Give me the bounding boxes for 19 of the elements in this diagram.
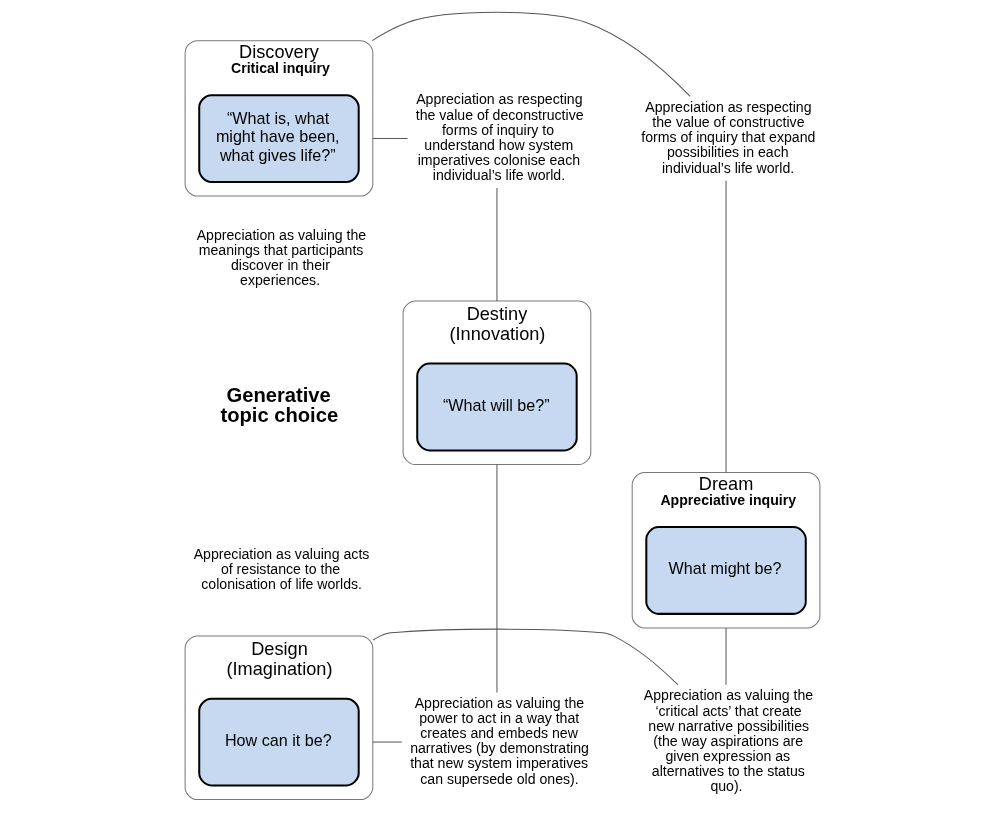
connector <box>725 180 727 474</box>
node-text: Appreciation as respecting the value of constructive forms of inquiry that expand possibilities in each individual’s life world. <box>641 99 816 176</box>
connector <box>372 741 403 743</box>
connector <box>371 11 691 97</box>
connector <box>725 627 727 686</box>
connector <box>372 138 408 140</box>
label: Appreciation as valuing acts of resistance to the colonisation of life worlds. <box>193 546 370 593</box>
connector <box>496 187 498 302</box>
node-text: Appreciation as valuing the ‘critical acts’ that create new narrative possibilities (the way aspirations are given expression as alternatives to the status quo). <box>643 687 814 795</box>
connector <box>496 464 498 694</box>
node-box: “What will be?” <box>416 362 578 452</box>
node-text: Appreciation as valuing the power to act in a way that creates and embeds new narratives (by demonstrating that new system imperatives can supersede old ones). <box>410 694 589 787</box>
node-box: How can it be? <box>198 697 360 787</box>
node-box: “What is, what might have been, what gives life?” <box>198 94 360 183</box>
node-text: Appreciation as respecting the value of deconstructive forms of inquiry to understand how system imperatives colonise each individual’s life world. <box>415 91 584 184</box>
connector <box>372 628 679 686</box>
label: Generative topic choice <box>220 383 339 427</box>
label: Appreciation as valuing the meanings that participants discover in their experiences. <box>196 226 367 289</box>
node-box: What might be? <box>645 526 807 615</box>
